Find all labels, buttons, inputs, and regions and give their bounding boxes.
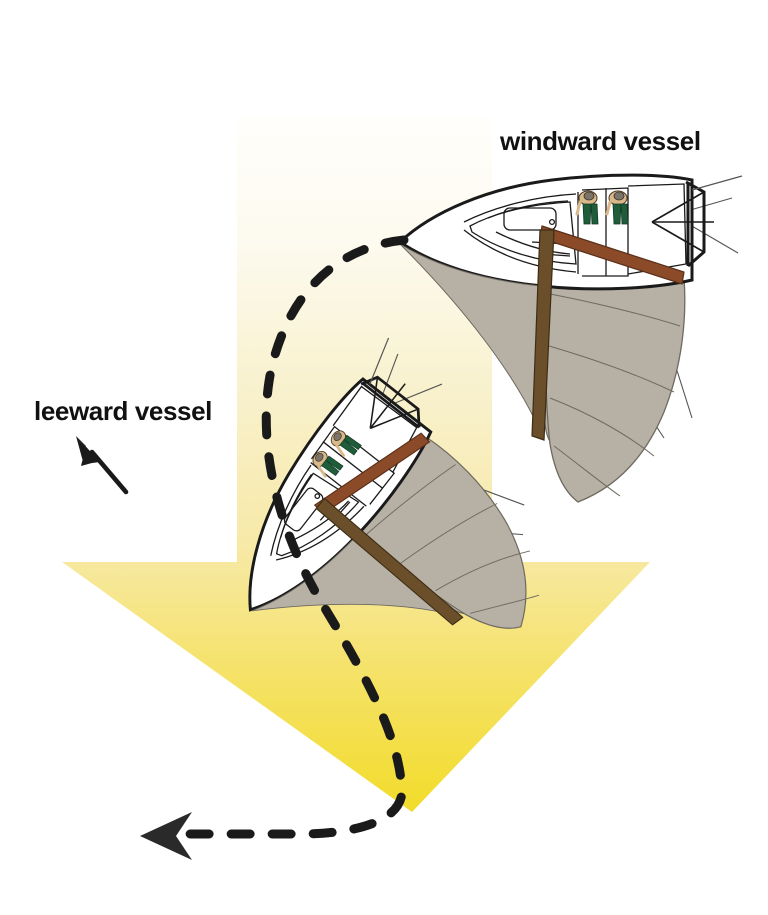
crew-member — [330, 430, 362, 457]
sail-seams — [548, 293, 681, 497]
backstay — [369, 337, 390, 385]
mast — [315, 497, 464, 626]
crew-member — [605, 190, 629, 225]
dashed-course-path — [181, 235, 409, 839]
stern-rails — [651, 191, 714, 253]
mast — [531, 229, 555, 441]
backstay — [691, 175, 743, 191]
crew-member — [312, 451, 344, 478]
stern-rails — [369, 377, 419, 430]
crew-member — [575, 190, 599, 225]
sail-seams — [364, 464, 540, 614]
leeward-heading-arrow — [76, 436, 129, 495]
leeward-vessel-label: leeward vessel — [34, 396, 212, 426]
windward-vessel-label: windward vessel — [499, 126, 701, 156]
course-path-arrowhead — [140, 812, 192, 860]
